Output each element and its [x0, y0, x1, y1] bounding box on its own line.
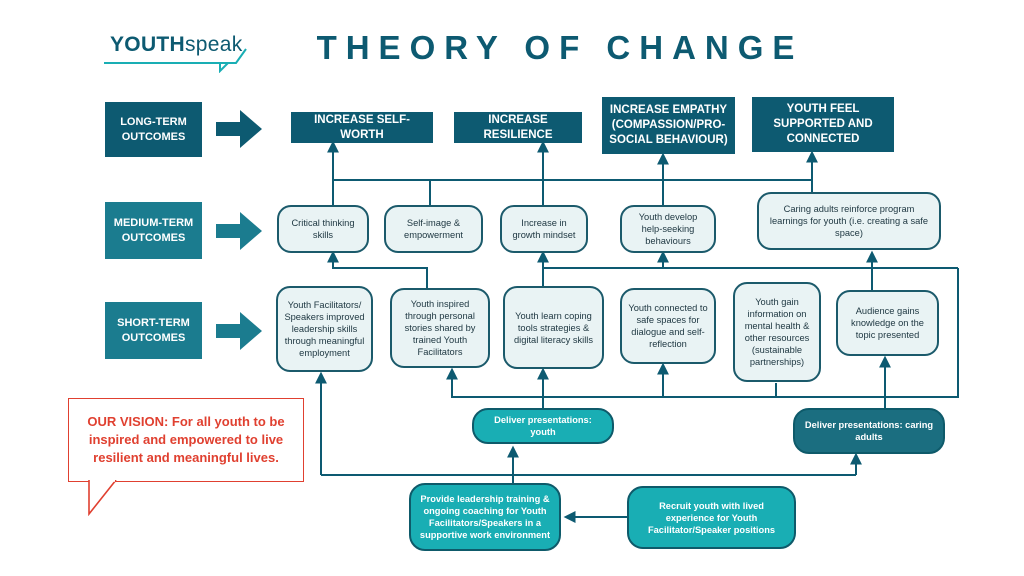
short-outcome-safe-spaces: Youth connected to safe spaces for dialo… [620, 288, 716, 364]
short-outcome-coping-tools: Youth learn coping tools strategies & di… [503, 286, 604, 369]
activity-deliver-adults: Deliver presentations: caring adults [793, 408, 945, 454]
vision-text: For all youth to be inspired and empower… [88, 414, 285, 465]
page-title: THEORY OF CHANGE [316, 29, 804, 66]
row-label-long-term: LONG-TERM OUTCOMES [105, 102, 202, 157]
outcome-supported-connected: YOUTH FEEL SUPPORTED AND CONNECTED [752, 97, 894, 152]
youthspeak-logo[interactable]: YOUTHspeak [100, 33, 260, 73]
short-outcome-audience-knowledge: Audience gains knowledge on the topic pr… [836, 290, 939, 356]
medium-outcome-growth-mindset: Increase in growth mindset [500, 205, 588, 253]
speech-bubble-icon [104, 48, 247, 73]
activity-leadership-training: Provide leadership training & ongoing co… [409, 483, 561, 551]
activity-recruit-youth: Recruit youth with lived experience for … [627, 486, 796, 549]
logo-text-speak: speak [185, 33, 243, 56]
medium-outcome-critical-thinking: Critical thinking skills [277, 205, 369, 253]
outcome-self-worth: INCREASE SELF-WORTH [291, 112, 433, 143]
row-arrow-icon [216, 110, 262, 148]
outcome-resilience: INCREASE RESILIENCE [454, 112, 582, 143]
medium-outcome-caring-adults: Caring adults reinforce program learning… [757, 192, 941, 250]
row-label-short-term: SHORT-TERM OUTCOMES [105, 302, 202, 359]
short-outcome-mental-health-info: Youth gain information on mental health … [733, 282, 821, 382]
vision-label: OUR VISION: [87, 414, 169, 429]
short-outcome-personal-stories: Youth inspired through personal stories … [390, 288, 490, 368]
activity-deliver-youth: Deliver presentations: youth [472, 408, 614, 444]
vision-callout: OUR VISION: For all youth to be inspired… [68, 398, 304, 482]
logo-text-youth: YOUTH [110, 33, 185, 56]
outcome-empathy: INCREASE EMPATHY (COMPASSION/PRO-SOCIAL … [602, 97, 735, 154]
row-arrow-icon [216, 212, 262, 250]
row-arrow-icon [216, 312, 262, 350]
medium-outcome-help-seeking: Youth develop help-seeking behaviours [620, 205, 716, 253]
callout-tail-icon [88, 480, 117, 516]
row-label-medium-term: MEDIUM-TERM OUTCOMES [105, 202, 202, 259]
short-outcome-leadership-skills: Youth Facilitators/ Speakers improved le… [276, 286, 373, 372]
medium-outcome-self-image: Self-image & empowerment [384, 205, 483, 253]
